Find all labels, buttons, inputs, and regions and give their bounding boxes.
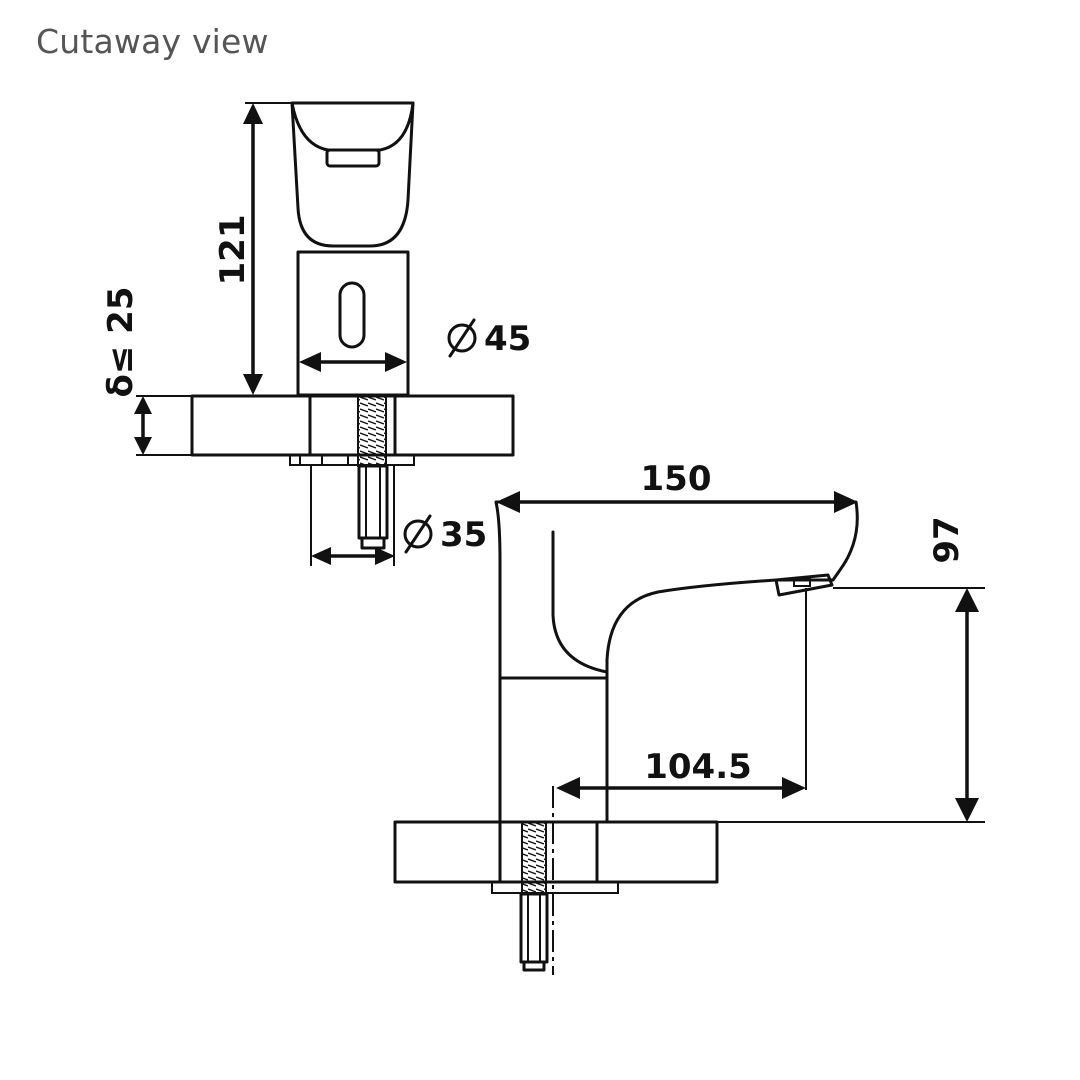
diagram-caption: Cutaway view bbox=[36, 22, 269, 61]
deck-thickness-dimension: δ≤ 25 bbox=[101, 287, 192, 456]
shank-diameter-dimension: 35 bbox=[311, 514, 487, 565]
front-view bbox=[190, 101, 515, 566]
deck-thickness-label: δ≤ 25 bbox=[101, 287, 141, 398]
front-nut bbox=[357, 464, 389, 540]
side-view bbox=[393, 500, 859, 975]
side-deck bbox=[393, 820, 719, 884]
front-height-label: 121 bbox=[213, 215, 253, 286]
front-hose-end bbox=[360, 536, 386, 550]
aerator-outlet bbox=[325, 148, 381, 168]
front-washer bbox=[289, 454, 415, 466]
spout-length-dimension: 150 bbox=[496, 459, 858, 513]
shank-diameter-label: 35 bbox=[440, 515, 487, 555]
reach-dimension: 104.5 bbox=[556, 588, 807, 799]
front-height-dimension: 121 bbox=[213, 102, 292, 395]
sensor-window bbox=[338, 281, 366, 349]
diameter-symbol-icon bbox=[447, 318, 477, 358]
side-inner-channel bbox=[551, 530, 609, 674]
body-diameter-dimension: 45 bbox=[299, 318, 531, 372]
side-washer bbox=[491, 881, 619, 894]
diameter-symbol-icon bbox=[403, 514, 433, 554]
front-body bbox=[296, 250, 410, 397]
side-nut bbox=[519, 892, 549, 964]
side-threaded-rod bbox=[521, 821, 547, 895]
side-hose-end bbox=[522, 960, 546, 972]
reach-label: 104.5 bbox=[644, 747, 752, 787]
front-deck bbox=[190, 394, 515, 457]
body-diameter-label: 45 bbox=[484, 319, 531, 359]
front-spout-head bbox=[290, 101, 415, 248]
side-height-label: 97 bbox=[927, 516, 967, 563]
front-spout-inner bbox=[290, 101, 415, 152]
side-aerator bbox=[774, 573, 834, 597]
side-height-dimension: 97 bbox=[717, 516, 985, 823]
spout-length-label: 150 bbox=[641, 459, 712, 499]
